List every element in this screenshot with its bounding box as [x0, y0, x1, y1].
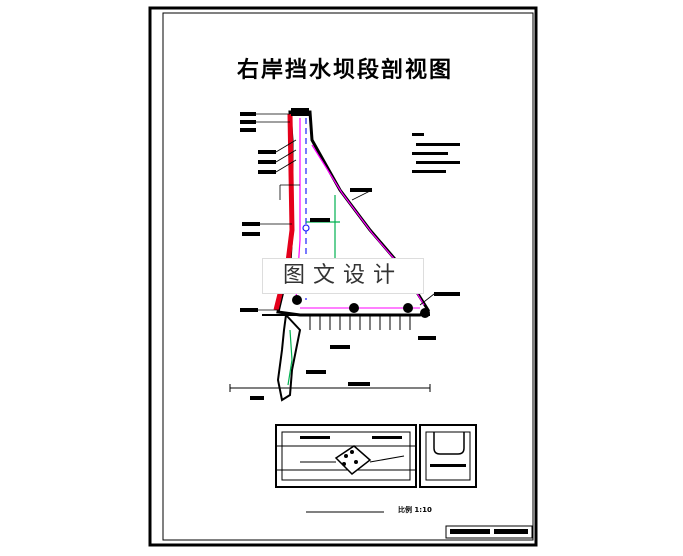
- watermark: 图文设计: [262, 258, 424, 294]
- toe-node-2: [349, 303, 359, 313]
- cutoff-wall: [276, 312, 302, 402]
- detail-section-right: [419, 424, 477, 488]
- toe-node-4: [420, 308, 430, 318]
- toe-node-1: [292, 295, 302, 305]
- toe-node-3: [403, 303, 413, 313]
- outer-frame: [148, 6, 538, 547]
- scale-label: 比例 1:10: [398, 506, 432, 514]
- title-block: [445, 525, 533, 539]
- inner-frame: [162, 12, 534, 541]
- cutoff-green-line: [287, 329, 293, 386]
- gallery: [302, 224, 310, 232]
- notes-block: [412, 133, 460, 173]
- dam-crest: [291, 108, 309, 116]
- leader-labels: [240, 112, 460, 400]
- detail-plan-left: [275, 424, 417, 488]
- drawing-title: 右岸挡水坝段剖视图: [236, 57, 453, 83]
- leader-lines: [256, 113, 435, 311]
